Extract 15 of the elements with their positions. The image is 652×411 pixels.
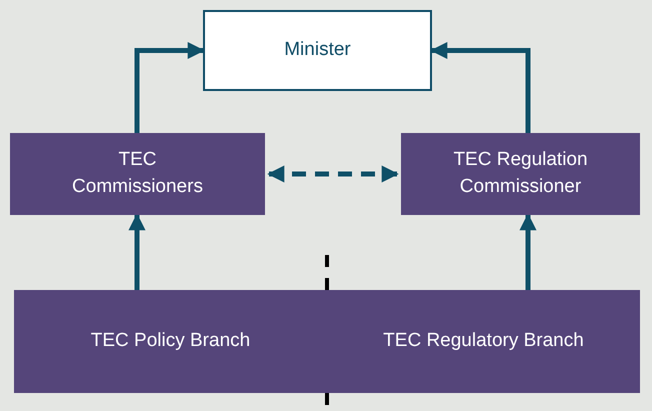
node-label: TEC Regulatory Branch [383, 329, 584, 354]
arrow [430, 42, 530, 133]
node-label: Minister [284, 38, 351, 62]
unit-box [10, 133, 265, 215]
node-label: TEC Commissioners [71, 148, 204, 199]
unit-box [327, 290, 640, 393]
arrow [520, 213, 536, 290]
role-box [203, 10, 432, 91]
arrow [128, 213, 146, 290]
arrow [134, 42, 205, 133]
node-label: TEC Policy Branch [90, 329, 250, 354]
unit-box [14, 290, 327, 393]
node-label: TEC Regulation Commissioner [452, 148, 589, 199]
unit-box [401, 133, 640, 215]
dashed-arrow [267, 166, 399, 182]
